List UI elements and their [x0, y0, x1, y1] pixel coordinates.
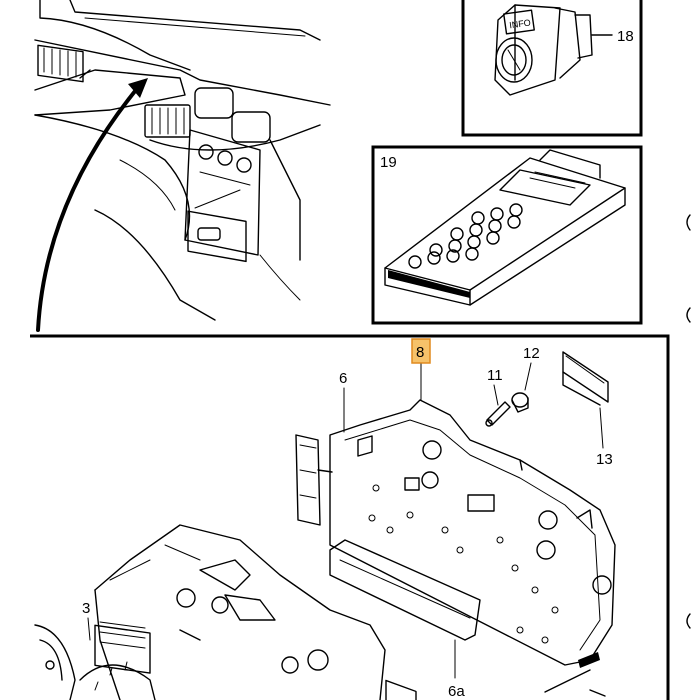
connector-plate — [295, 434, 333, 526]
part-label-18: 18 — [617, 28, 634, 45]
info-switch-drawing: INFO — [494, 4, 613, 96]
part-label-8: 8 — [416, 344, 424, 361]
info-switch-panel: INFO 18 — [461, 0, 643, 137]
diagnostic-tool-drawing — [384, 149, 626, 306]
circuit-board-part-6 — [329, 399, 616, 666]
instrument-cluster-panel: 8 12 11 13 6 — [30, 334, 670, 700]
info-switch-frame — [461, 0, 643, 137]
part-label-13: 13 — [596, 451, 613, 468]
part-label-12: 12 — [523, 345, 540, 362]
part-label-3: 3 — [82, 600, 90, 617]
bulb-holder-part-12 — [511, 392, 529, 413]
part-label-11: 11 — [487, 367, 503, 384]
bulb-part-11 — [485, 401, 511, 427]
dial-face-part-3 — [34, 624, 156, 700]
info-switch-text: INFO — [509, 17, 532, 30]
display-module-part-6a — [329, 539, 481, 700]
part-8-highlight — [411, 338, 431, 364]
part-label-6: 6 — [339, 370, 347, 387]
part-label-6a: 6a — [448, 683, 465, 700]
diagnostic-tool-panel: 19 — [371, 145, 643, 325]
page-edge-marks — [686, 214, 691, 629]
instrument-cluster-frame — [30, 334, 670, 700]
board-holes — [368, 484, 559, 644]
bracket-part-13 — [562, 351, 609, 406]
part-label-19: 19 — [380, 154, 397, 171]
keypad — [408, 203, 523, 269]
cluster-housing — [94, 524, 386, 700]
dashboard-overview-drawing — [34, 0, 331, 332]
diagnostic-tool-frame — [371, 145, 643, 325]
